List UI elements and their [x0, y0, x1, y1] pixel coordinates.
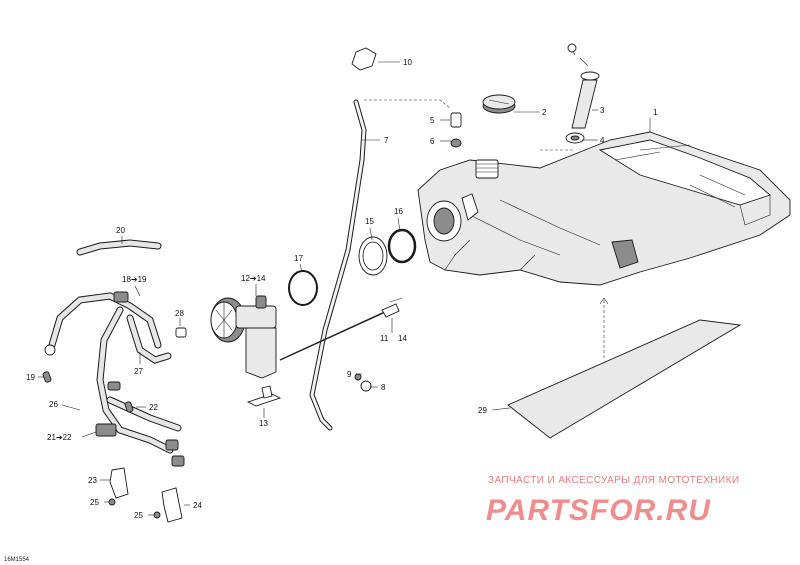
callout-19: 19 — [26, 373, 35, 382]
grommet — [565, 132, 585, 144]
lock-ring — [358, 236, 388, 276]
watermark-caption: ЗАПЧАСТИ И АКСЕССУАРЫ ДЛЯ МОТОТЕХНИКИ — [488, 475, 739, 486]
callout-9: 9 — [347, 370, 352, 379]
fuel-tank — [417, 131, 791, 286]
callout-21-22: 21➔22 — [47, 433, 72, 442]
callout-8: 8 — [381, 383, 386, 392]
leader-lines — [38, 61, 651, 516]
hose-clip-bracket — [351, 47, 377, 71]
pump-bracket — [246, 385, 282, 407]
callout-15: 15 — [365, 217, 374, 226]
o-ring — [387, 228, 417, 264]
filler-neck — [567, 43, 600, 129]
callout-12-14: 12➔14 — [241, 274, 266, 283]
callout-11: 11 — [380, 334, 389, 343]
callout-22: 22 — [149, 403, 158, 412]
callout-25a: 25 — [90, 498, 99, 507]
watermark-brand: PARTSFOR.RU — [486, 494, 711, 527]
vent-tube — [309, 99, 451, 431]
watermark: ЗАПЧАСТИ И АКСЕССУАРЫ ДЛЯ МОТОТЕХНИКИ PA… — [486, 475, 739, 527]
callout-25b: 25 — [134, 511, 143, 520]
tank-pad — [507, 319, 742, 439]
return-hose — [76, 239, 162, 256]
fuel-cap — [482, 94, 516, 114]
callout-27: 27 — [134, 367, 143, 376]
level-sensor-rod — [279, 297, 403, 361]
callout-26: 26 — [49, 400, 58, 409]
callout-14: 14 — [398, 334, 407, 343]
fuel-line-assembly — [44, 291, 185, 467]
diagram-code: 16M1554 — [4, 557, 30, 563]
callout-13: 13 — [259, 419, 268, 428]
callout-17: 17 — [294, 254, 303, 263]
callout-23: 23 — [88, 476, 97, 485]
callout-3: 3 — [600, 106, 605, 115]
fuel-pump-module — [210, 295, 277, 379]
callout-29: 29 — [478, 406, 487, 415]
callout-20: 20 — [116, 226, 125, 235]
callout-7: 7 — [384, 136, 389, 145]
callout-2: 2 — [542, 108, 547, 117]
callout-16: 16 — [394, 207, 403, 216]
vent-fitting — [450, 112, 462, 148]
callout-4: 4 — [600, 136, 605, 145]
callout-24: 24 — [193, 501, 202, 510]
callout-1: 1 — [653, 108, 658, 117]
small-parts — [42, 327, 187, 523]
callout-labels: 1 2 3 4 5 6 7 8 9 10 11 12➔14 13 14 15 1… — [26, 58, 658, 520]
pump-gasket — [288, 270, 318, 306]
callout-28: 28 — [175, 309, 184, 318]
tube-clamp — [354, 373, 372, 392]
callout-18-19: 18➔19 — [122, 275, 147, 284]
callout-5: 5 — [430, 116, 435, 125]
callout-10: 10 — [403, 58, 412, 67]
callout-6: 6 — [430, 137, 435, 146]
